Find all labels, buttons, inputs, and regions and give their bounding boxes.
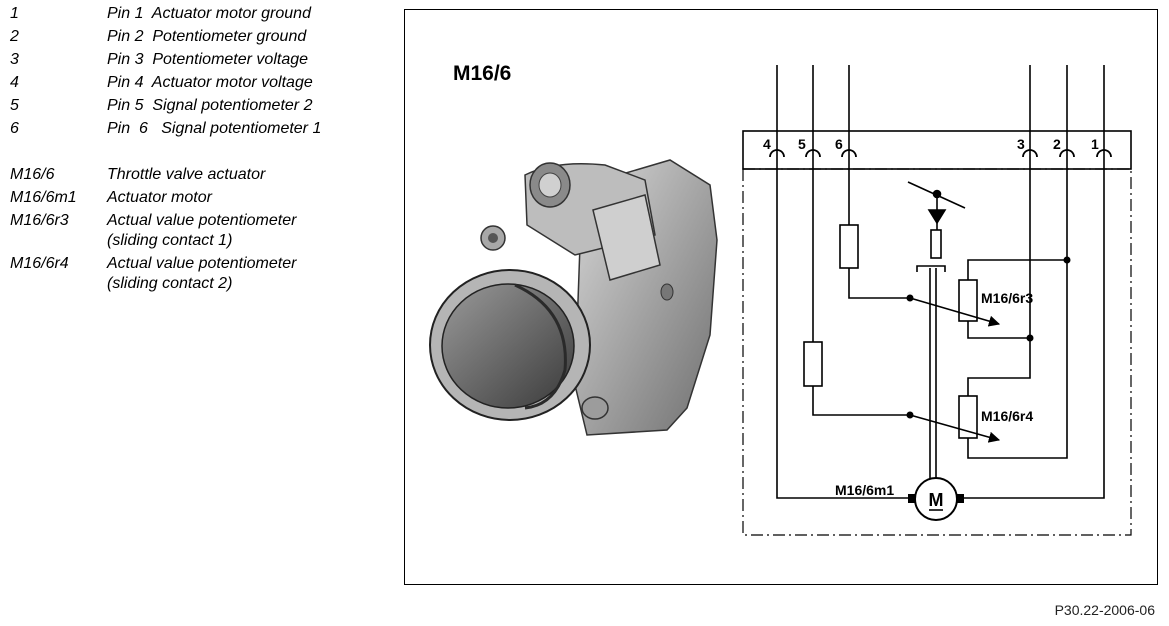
throttle-plate-symbol [907, 181, 966, 259]
motor-symbol: M [929, 490, 944, 510]
pin-label: 4 [763, 136, 771, 152]
legend-key: M16/6 [10, 166, 55, 183]
legend-key: 1 [10, 5, 19, 22]
legend-key: 5 [10, 97, 19, 114]
junction-dot [906, 411, 914, 419]
legend-desc-continued: (sliding contact 1) [107, 232, 233, 249]
legend-desc: Pin 4 Actuator motor voltage [107, 74, 313, 91]
pin-label: 2 [1053, 136, 1061, 152]
legend-desc: Pin 1 Actuator motor ground [107, 5, 311, 22]
pin-label: 1 [1091, 136, 1099, 152]
actuator-motor: M [908, 477, 964, 521]
wiper-arrow-r3 [909, 297, 1001, 327]
legend-desc: Actual value potentiometer [107, 255, 297, 272]
legend-desc: Pin 2 Potentiometer ground [107, 28, 307, 45]
legend-desc: Pin 6 Signal potentiometer 1 [107, 120, 322, 137]
figure-code: P30.22-2006-06 [1054, 602, 1155, 618]
potentiometer-r4 [958, 395, 978, 439]
legend-key: M16/6r4 [10, 255, 69, 272]
diagram-canvas: M16/6 [429, 62, 1132, 536]
resistor-pin6 [839, 224, 859, 269]
diagram-frame: M16/6 [404, 9, 1158, 585]
legend-key: 3 [10, 51, 19, 68]
junction-dot [1063, 256, 1071, 264]
legend-key: 4 [10, 74, 19, 91]
wiper-arrow-r4 [909, 414, 1001, 443]
pin-label: 6 [835, 136, 843, 152]
motor-label: M16/6m1 [835, 482, 894, 498]
r3-label: M16/6r3 [981, 290, 1033, 306]
legend-desc: Throttle valve actuator [107, 166, 266, 183]
throttle-actuator-illustration [429, 159, 718, 436]
legend-desc: Actuator motor [107, 189, 212, 206]
legend-key: 6 [10, 120, 19, 137]
r4-label: M16/6r4 [981, 408, 1033, 424]
junction-dot [1026, 334, 1034, 342]
component-boundary [742, 168, 1132, 536]
legend-desc: Pin 5 Signal potentiometer 2 [107, 97, 313, 114]
pin-label: 3 [1017, 136, 1025, 152]
resistor-pin5 [803, 341, 823, 387]
legend-desc-continued: (sliding contact 2) [107, 275, 233, 292]
potentiometer-r3 [958, 279, 978, 322]
legend-key: M16/6m1 [10, 189, 77, 206]
pin-label: 5 [798, 136, 806, 152]
legend-key: M16/6r3 [10, 212, 69, 229]
diagram-title: M16/6 [453, 62, 511, 85]
legend-key: 2 [10, 28, 19, 45]
legend-desc: Pin 3 Potentiometer voltage [107, 51, 309, 68]
junction-dot [906, 294, 914, 302]
wiring [776, 65, 1105, 499]
legend-desc: Actual value potentiometer [107, 212, 297, 229]
